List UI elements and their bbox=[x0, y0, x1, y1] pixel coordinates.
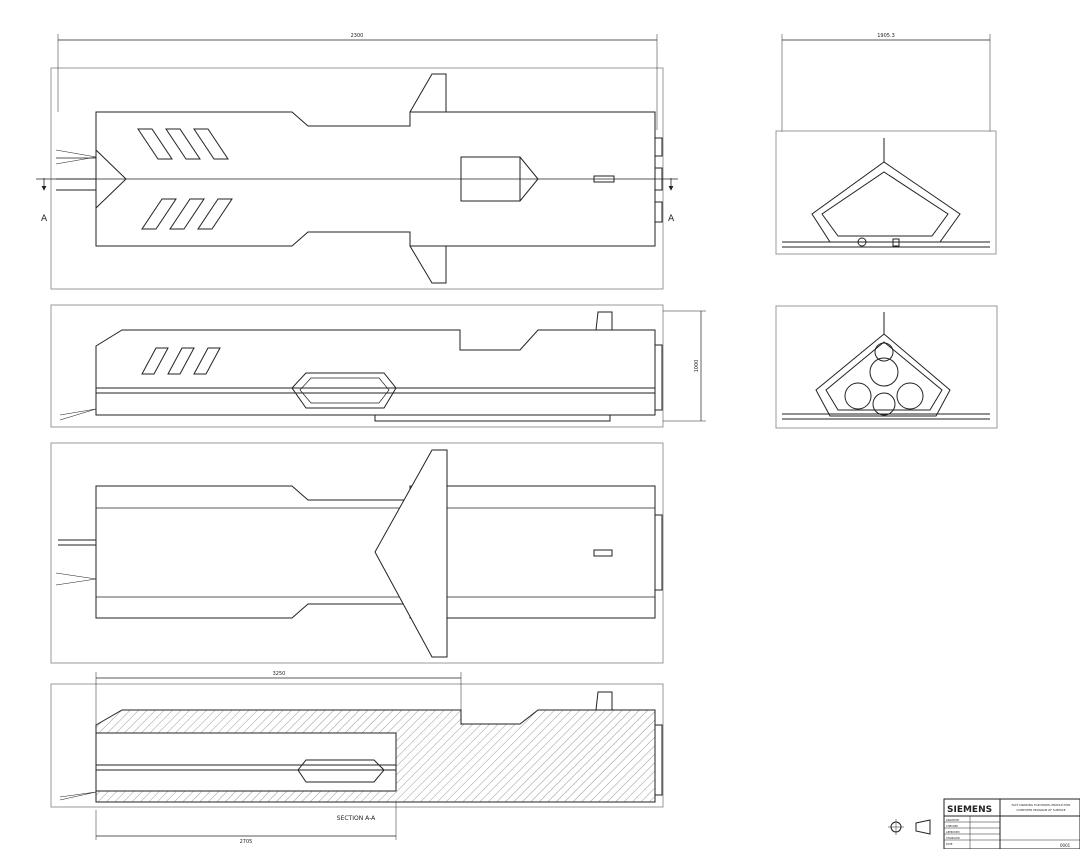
title-line-1: FACT DRAWING FOR MODEL PRODUCTION bbox=[1012, 803, 1071, 807]
section-marker-right: A bbox=[668, 214, 675, 224]
title-row-3: APPROVED bbox=[946, 830, 960, 834]
front-view bbox=[775, 34, 997, 255]
top-dimension-label: 2300 bbox=[351, 33, 364, 39]
rear-view bbox=[775, 305, 998, 429]
section-upper-label: 3250 bbox=[273, 671, 286, 677]
side-vents bbox=[141, 347, 221, 375]
company-logo: SIEMENS bbox=[947, 805, 992, 815]
top-nose-v bbox=[95, 149, 127, 209]
top-view bbox=[36, 34, 678, 290]
top-fin-upper bbox=[409, 73, 447, 113]
section-lower-label: 2705 bbox=[240, 839, 253, 845]
section-marker-left: A bbox=[41, 214, 48, 224]
side-height-label: 1000 bbox=[694, 360, 700, 373]
front-width-label: 1905.3 bbox=[877, 33, 895, 39]
title-line-2: COMPUTER PROGRAM OF SURFACE bbox=[1016, 808, 1065, 812]
bottom-view-frame bbox=[50, 442, 664, 664]
title-row-2: CHECKED bbox=[946, 824, 958, 828]
front-inner-pentagon bbox=[821, 171, 949, 237]
top-hull-outline bbox=[95, 111, 656, 247]
top-pod bbox=[460, 156, 539, 202]
top-fin-lower bbox=[409, 245, 447, 284]
bottom-sensor-slot bbox=[593, 549, 613, 557]
rear-circle-top bbox=[869, 357, 899, 387]
section-fin bbox=[595, 691, 613, 711]
bottom-view bbox=[50, 442, 664, 664]
drawing-number: 0001 bbox=[1060, 843, 1071, 848]
section-pod bbox=[297, 759, 385, 783]
side-fin bbox=[595, 311, 613, 331]
top-vents-lower bbox=[141, 198, 233, 230]
bottom-hull-outline bbox=[95, 485, 656, 619]
top-sensor-slot bbox=[593, 175, 615, 183]
rear-outer-outline bbox=[815, 333, 951, 417]
bottom-fin-triangle bbox=[374, 449, 448, 658]
section-inner-cavity bbox=[95, 732, 397, 792]
section-view-frame bbox=[50, 683, 664, 808]
front-view-frame bbox=[775, 130, 997, 255]
title-row-4: STANDARD bbox=[946, 836, 960, 840]
top-vents-upper bbox=[137, 128, 229, 160]
title-row-1: DRAWN BY bbox=[946, 818, 960, 822]
section-view bbox=[50, 672, 664, 840]
title-row-5: DATE bbox=[946, 842, 953, 846]
side-view bbox=[50, 304, 706, 428]
rear-view-frame bbox=[775, 305, 998, 429]
section-caption: SECTION A-A bbox=[337, 815, 376, 822]
side-view-frame bbox=[50, 304, 664, 428]
side-pod bbox=[291, 372, 397, 409]
top-view-frame bbox=[50, 67, 664, 290]
